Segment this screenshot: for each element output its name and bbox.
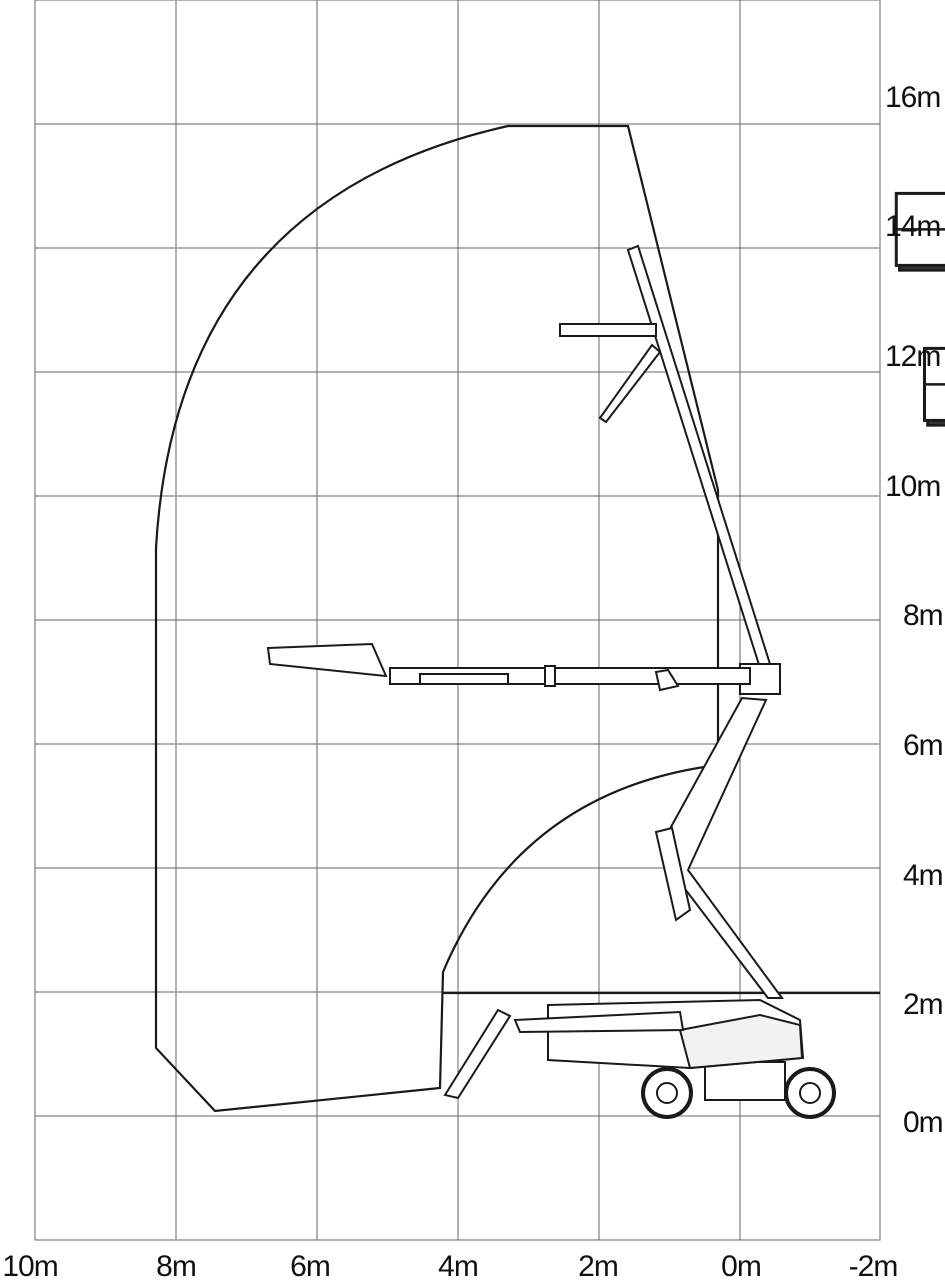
riser-boom — [654, 696, 784, 999]
x-tick-4m: 4m — [438, 1250, 479, 1283]
y-tick-10m: 10m — [885, 470, 941, 503]
y-tick-12m: 12m — [885, 340, 941, 373]
jib-booms — [443, 323, 685, 1100]
y-tick-4m: 4m — [903, 859, 944, 892]
platform-basket — [894, 191, 945, 272]
working-envelope — [154, 124, 880, 1113]
y-tick-6m: 6m — [903, 729, 944, 762]
x-tick-8m: 8m — [156, 1250, 197, 1283]
main-boom-vertical — [626, 244, 781, 695]
y-tick-2m: 2m — [903, 988, 944, 1021]
x-tick-10m: 10m — [2, 1250, 58, 1283]
platform-basket — [923, 346, 945, 427]
y-tick-16m: 16m — [885, 81, 941, 114]
y-tick-0m: 0m — [903, 1106, 944, 1139]
x-tick-2m: 2m — [578, 1250, 619, 1283]
x-tick-neg2m: -2m — [848, 1250, 899, 1283]
main-boom-horizontal — [266, 642, 751, 692]
platforms — [894, 191, 945, 427]
y-tick-14m: 14m — [885, 210, 941, 243]
x-tick-0m: 0m — [721, 1250, 762, 1283]
y-tick-8m: 8m — [903, 599, 944, 632]
x-tick-6m: 6m — [290, 1250, 331, 1283]
